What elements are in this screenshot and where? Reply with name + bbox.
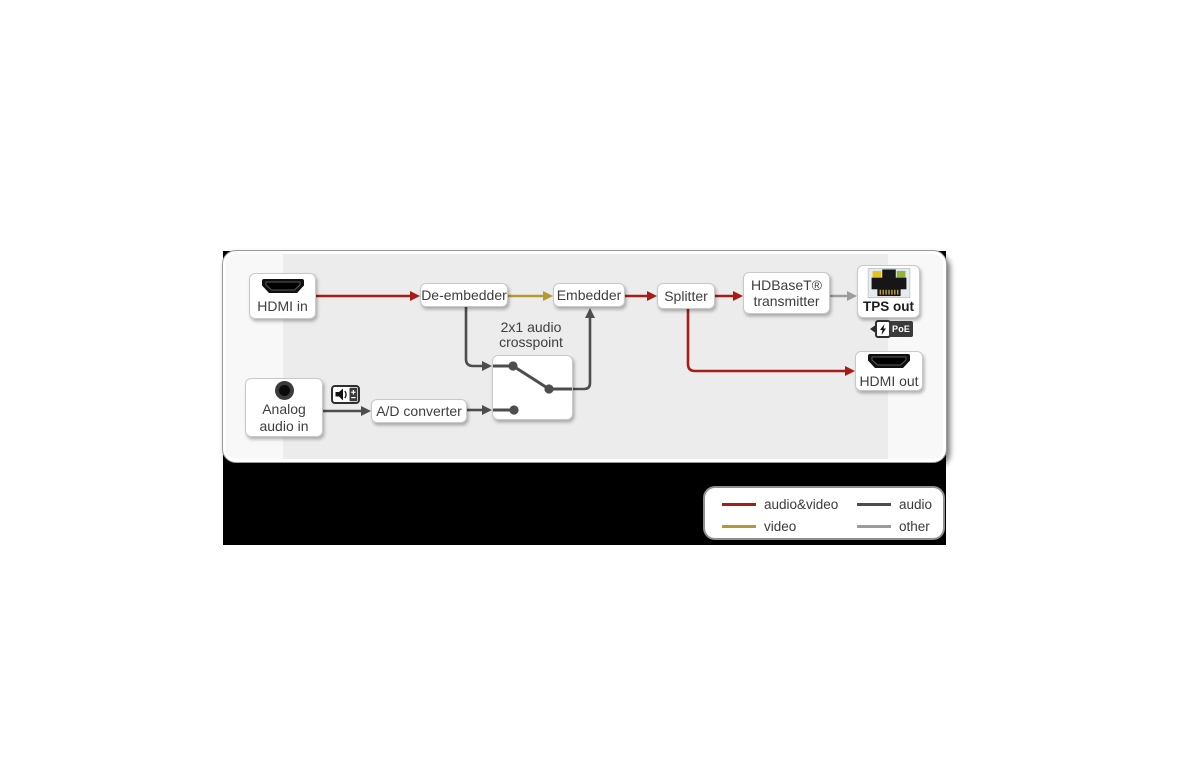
legend: audio&video video audio other	[703, 486, 945, 540]
crosspoint-label: 2x1 audio crosspoint	[481, 320, 581, 349]
node-label-line1: HDBaseT®	[751, 277, 822, 293]
node-label: TPS out	[863, 299, 914, 314]
hdmi-connector-icon	[261, 279, 304, 293]
node-ad-converter: A/D converter	[371, 399, 467, 423]
node-label-line2: transmitter	[753, 293, 820, 309]
node-hdbaset-transmitter: HDBaseT® transmitter	[743, 272, 830, 314]
crosspoint-label-line1: 2x1 audio	[500, 319, 562, 335]
node-de-embedder: De-embedder	[420, 283, 508, 307]
legend-swatch-other	[857, 525, 891, 528]
legend-label: other	[899, 519, 930, 534]
node-hdmi-in: HDMI in	[249, 273, 316, 319]
node-label: A/D converter	[376, 403, 462, 419]
device-panel	[222, 250, 947, 463]
hdmi-connector-icon	[868, 354, 910, 368]
legend-item-video: video	[722, 519, 796, 534]
node-label-line1: Analog	[262, 401, 306, 417]
legend-item-other: other	[857, 519, 930, 534]
legend-swatch-audio-video	[722, 503, 756, 506]
legend-label: video	[764, 519, 797, 534]
node-crosspoint-switch	[492, 355, 573, 420]
node-label: Embedder	[556, 287, 622, 303]
node-label: HDMI in	[257, 298, 308, 314]
node-label: De-embedder	[421, 287, 507, 303]
poe-label: PoE	[889, 321, 914, 337]
legend-label: audio	[899, 497, 933, 512]
node-label: Splitter	[664, 288, 708, 304]
crosspoint-label-line2: crosspoint	[499, 333, 563, 350]
legend-item-audio-video: audio&video	[722, 497, 838, 512]
node-splitter: Splitter	[657, 283, 715, 309]
node-label-line2: audio in	[259, 418, 309, 434]
poe-arrow-icon	[870, 324, 877, 334]
node-tps-out: TPS out	[857, 265, 920, 318]
poe-badge: PoE	[870, 320, 914, 338]
node-label: HDMI out	[859, 373, 919, 389]
legend-label: audio&video	[764, 497, 839, 512]
rj45-connector-icon	[867, 268, 910, 298]
legend-swatch-video	[722, 525, 756, 528]
audio-jack-icon	[274, 381, 294, 400]
node-embedder: Embedder	[553, 283, 625, 307]
legend-item-audio: audio	[857, 497, 932, 512]
volume-adjust-icon	[331, 385, 360, 409]
legend-swatch-audio	[857, 503, 891, 506]
crosspoint-switch-icon	[493, 361, 572, 415]
node-hdmi-out: HDMI out	[855, 351, 923, 391]
node-analog-audio-in: Analog audio in	[245, 378, 323, 437]
